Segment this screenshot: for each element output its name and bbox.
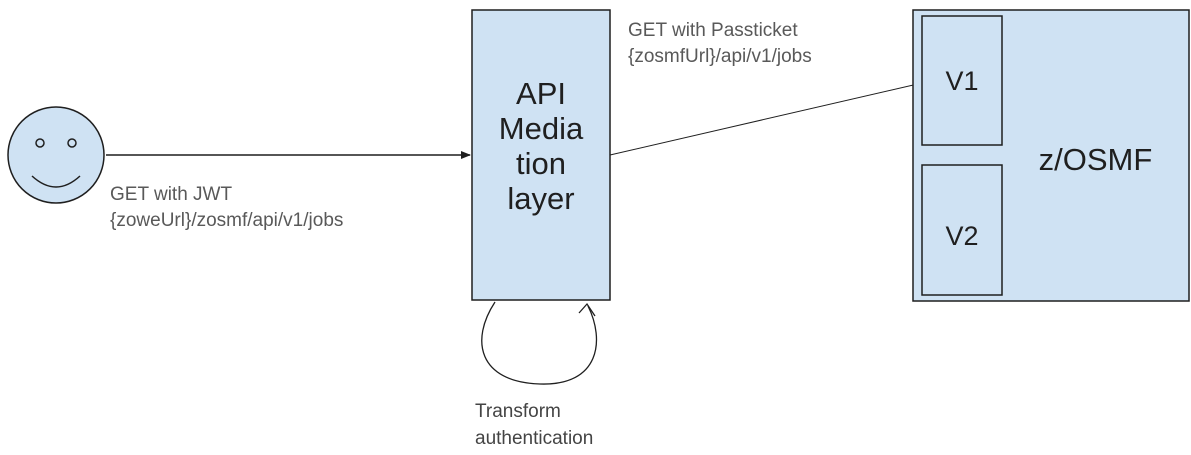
request-in-label-line1: GET with JWT (110, 184, 233, 205)
v2-box (921, 164, 1003, 296)
request-out-label-line2: {zosmfUrl}/api/v1/jobs (628, 46, 812, 67)
request-in-label-line2: {zoweUrl}/zosmf/api/v1/jobs (110, 210, 344, 231)
request-out-arrow (609, 81, 923, 156)
user-smiley-icon (7, 106, 105, 204)
v1-box (921, 15, 1003, 146)
transform-loop-arrowhead (578, 302, 596, 317)
v2-label: V2 (945, 221, 979, 251)
v1-label: V1 (945, 66, 979, 96)
transform-label: Transform authentication (475, 401, 594, 449)
api-layer-label: API Media tion layer (498, 76, 584, 216)
transform-loop-arrow (481, 301, 598, 385)
api-layer-box (471, 9, 611, 301)
zosmf-label: z/OSMF (1038, 142, 1153, 177)
request-out-label-line1: GET with Passticket (628, 20, 798, 41)
